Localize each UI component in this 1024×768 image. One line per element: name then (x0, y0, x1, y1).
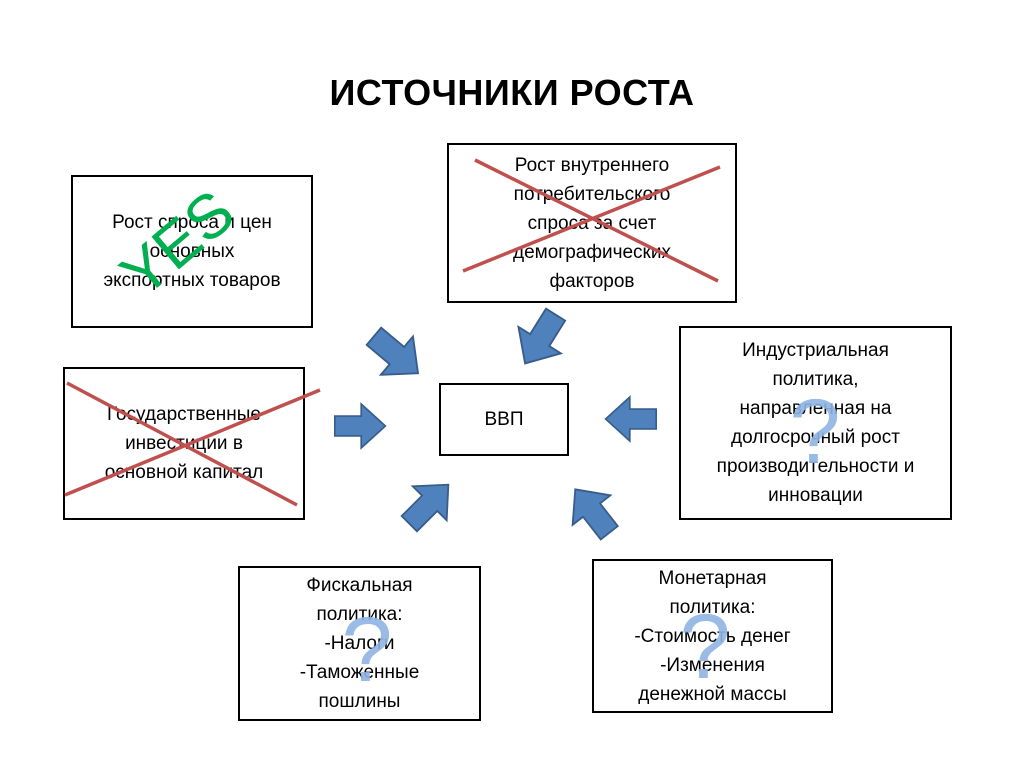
box-line: -Изменения (660, 654, 765, 676)
box-line: политика: (669, 596, 756, 618)
arrow-from-top (502, 300, 578, 378)
box-line: долгосрочный рост (731, 427, 900, 448)
box-line: -Стоимость денег (634, 625, 791, 647)
box-line: -Таможенные (299, 662, 420, 683)
box-line: политика, (772, 369, 859, 390)
box-line: Рост спроса и цен (112, 212, 272, 233)
box-line: Фискальная (306, 575, 413, 596)
box-monetary-policy: Монетарная политика: -Стоимость денег -И… (592, 559, 833, 713)
gdp-label: ВВП (484, 409, 524, 430)
box-state-investment: Государственные инвестиции в основной ка… (63, 367, 305, 520)
box-line: -Налоги (324, 633, 395, 654)
box-domestic-demand: Рост внутреннего потребительского спроса… (447, 143, 737, 303)
box-gdp: ВВП (439, 383, 569, 456)
box-line: пошлины (318, 691, 401, 712)
box-line: основной капитал (104, 462, 264, 483)
box-line: спроса за счет (527, 212, 657, 234)
box-export-prices: Рост спроса и цен основных экспортных то… (71, 175, 313, 328)
box-line: Индустриальная (742, 340, 889, 361)
arrow-from-bottom-left (391, 466, 467, 542)
box-line: денежной массы (638, 683, 787, 705)
box-line: Монетарная (658, 567, 767, 589)
box-line: политика: (316, 604, 403, 625)
box-line: Государственные (106, 404, 262, 425)
box-line: инновации (768, 485, 863, 506)
box-industrial-policy: Индустриальная политика, направленная на… (679, 326, 952, 520)
box-fiscal-policy: Фискальная политика: -Налоги -Таможенные… (238, 566, 481, 721)
box-line: инвестиции в (125, 433, 243, 454)
arrow-from-bottom-right (555, 473, 630, 549)
arrow-from-top-left (356, 316, 435, 394)
box-line: демографических (513, 241, 671, 263)
box-line: основных (149, 241, 235, 262)
box-line: производительности и (716, 456, 915, 477)
box-line: факторов (549, 270, 635, 292)
box-line: Рост внутреннего (514, 154, 670, 176)
box-line: направленная на (739, 398, 892, 419)
arrow-from-right (604, 396, 658, 442)
slide-title: ИСТОЧНИКИ РОСТА (329, 72, 695, 113)
box-line: экспортных товаров (103, 270, 281, 291)
box-line: потребительского (513, 183, 671, 205)
arrow-from-left (333, 403, 387, 449)
